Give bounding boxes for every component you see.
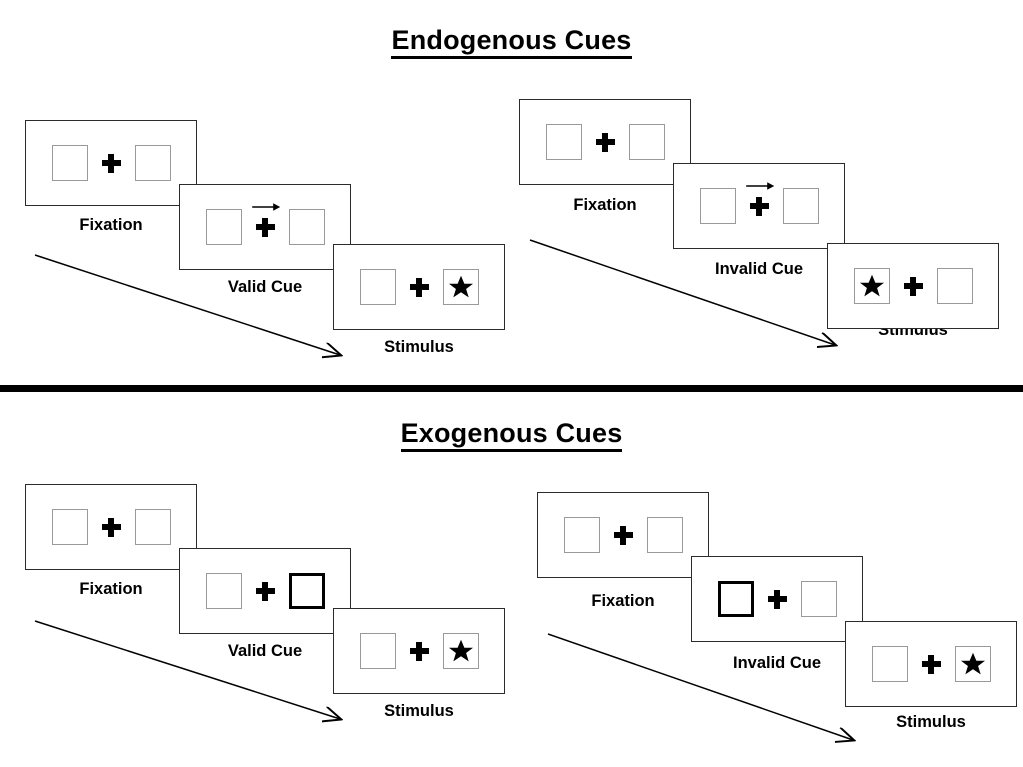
panel-exogenous-valid-cue [179,548,351,634]
section-divider [0,385,1023,392]
fixation-cross-icon [255,581,275,601]
stimulus-box-right-cued [288,573,325,609]
panel-endogenous-invalid-cue [673,163,845,249]
stimulus-box-left [853,268,890,304]
stimulus-box-left [205,573,242,609]
fixation-cross-icon [252,202,281,237]
stimulus-box-left-cued [717,581,754,617]
star-icon [960,652,985,675]
panel-endogenous-valid-cue [179,184,351,270]
star-icon [859,274,884,297]
fixation-cross-icon [921,654,941,674]
stimulus-box-left [51,145,88,181]
fixation-cross-icon [903,276,923,296]
caption-endogenous-invalid-fixation: Fixation [573,196,637,214]
stimulus-box-left [359,269,396,305]
cue-arrow-right-icon [746,181,775,190]
panel-endogenous-invalid-fixation [519,99,691,185]
fixation-cross-icon [409,277,429,297]
stimulus-box-left [359,633,396,669]
fixation-cross-icon [595,132,615,152]
cue-arrow-right-icon [252,202,281,211]
caption-endogenous-valid-stimulus: Stimulus [384,338,454,356]
stimulus-box-right [134,509,171,545]
panel-endogenous-invalid-stimulus [827,243,999,329]
caption-exogenous-valid-cue: Valid Cue [227,642,303,660]
fixation-cross-icon [409,641,429,661]
caption-exogenous-valid-stimulus: Stimulus [384,702,454,720]
stimulus-box-right [936,268,973,304]
fixation-cross-icon [101,517,121,537]
panel-exogenous-valid-stimulus [333,608,505,694]
star-icon [448,639,473,662]
caption-exogenous-invalid-stimulus: Stimulus [896,713,966,731]
stimulus-box-right [134,145,171,181]
stimulus-box-left [545,124,582,160]
stimulus-box-left [871,646,908,682]
caption-endogenous-valid-cue: Valid Cue [227,278,303,296]
stimulus-box-left [51,509,88,545]
stimulus-box-right [442,633,479,669]
stimulus-box-right [954,646,991,682]
caption-exogenous-invalid-cue: Invalid Cue [732,654,822,672]
panel-exogenous-valid-fixation [25,484,197,570]
fixation-cross-icon [613,525,633,545]
fixation-cross-icon [767,589,787,609]
stimulus-box-right [782,188,819,224]
panel-endogenous-valid-fixation [25,120,197,206]
panel-exogenous-invalid-fixation [537,492,709,578]
star-icon [448,275,473,298]
caption-exogenous-invalid-fixation: Fixation [591,592,655,610]
caption-exogenous-valid-fixation: Fixation [79,580,143,598]
panel-exogenous-invalid-stimulus [845,621,1017,707]
section-title-exogenous-text: Exogenous Cues [400,418,623,452]
stimulus-box-right [442,269,479,305]
stimulus-box-left [563,517,600,553]
section-title-endogenous: Endogenous Cues [0,25,1023,59]
caption-endogenous-invalid-cue: Invalid Cue [714,260,804,278]
fixation-cross-icon [746,181,775,216]
stimulus-box-right [646,517,683,553]
stimulus-box-left [205,209,242,245]
stimulus-box-right [288,209,325,245]
panel-endogenous-valid-stimulus [333,244,505,330]
stimulus-box-left [699,188,736,224]
panel-exogenous-invalid-cue [691,556,863,642]
section-title-endogenous-text: Endogenous Cues [391,25,632,59]
fixation-cross-icon [101,153,121,173]
stimulus-box-right [800,581,837,617]
caption-endogenous-valid-fixation: Fixation [79,216,143,234]
stimulus-box-right [628,124,665,160]
section-title-exogenous: Exogenous Cues [0,418,1023,452]
